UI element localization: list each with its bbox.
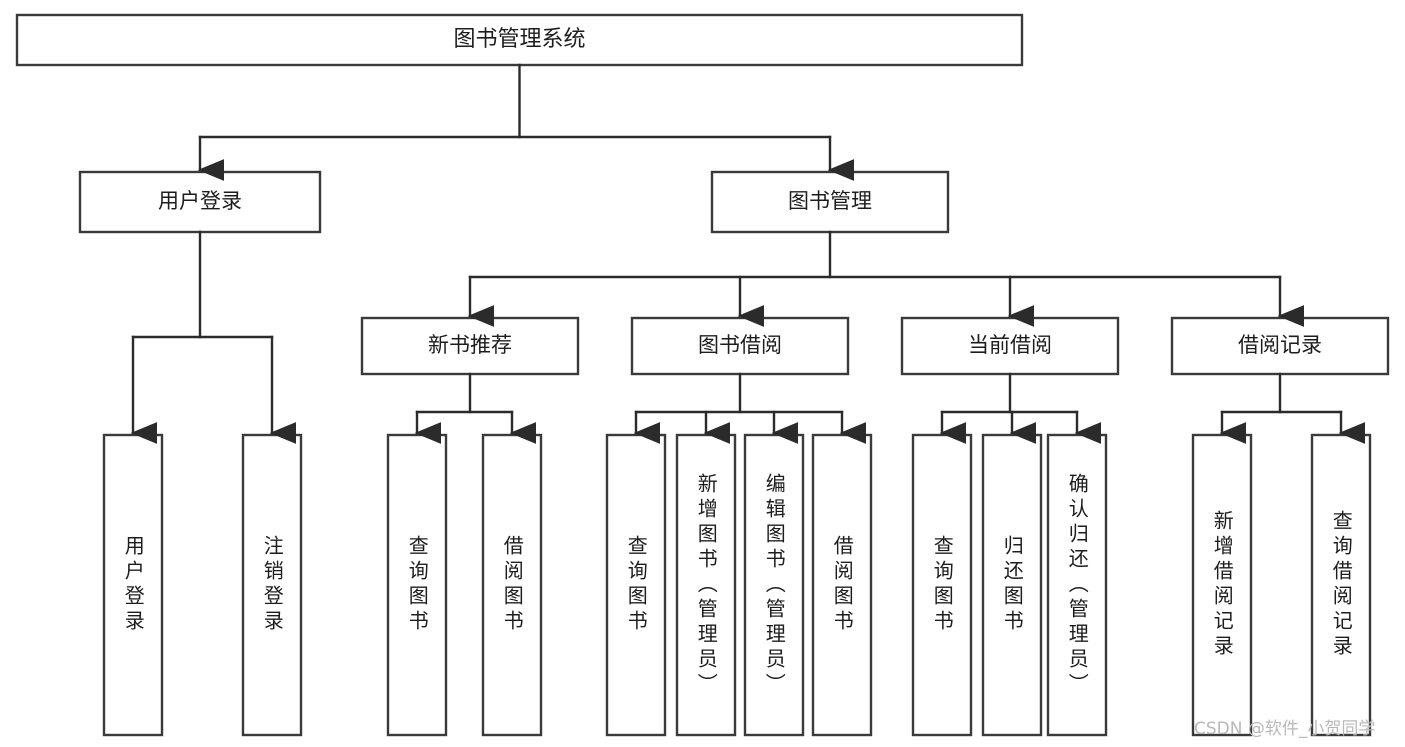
node-box-leaf-return-book[interactable]: [981, 433, 1043, 737]
node-box-leaf-user-login[interactable]: [102, 433, 164, 737]
node-box-leaf-add-record[interactable]: [1191, 433, 1253, 737]
node-box-leaf-logout-login[interactable]: [241, 433, 303, 737]
node-box-book-borrow[interactable]: [630, 316, 850, 376]
node-connectors: [130, 63, 1366, 444]
node-box-leaf-query-record[interactable]: [1310, 433, 1372, 737]
node-box-borrow-record[interactable]: [1170, 316, 1390, 376]
node-box-leaf-query-book-1[interactable]: [386, 433, 448, 737]
node-box-leaf-edit-book[interactable]: [743, 433, 805, 737]
node-box-leaf-borrow-book-1[interactable]: [481, 433, 543, 737]
node-box-new-book-recommend[interactable]: [360, 316, 580, 376]
node-box-book-manage[interactable]: [710, 170, 950, 234]
node-box-current-borrow[interactable]: [900, 316, 1120, 376]
node-box-root[interactable]: [15, 13, 1024, 67]
node-box-leaf-add-book[interactable]: [675, 433, 737, 737]
node-box-leaf-query-book-3[interactable]: [911, 433, 973, 737]
csdn-watermark: CSDN @软件_小贺同学: [1194, 719, 1376, 739]
node-box-user-login[interactable]: [78, 170, 322, 234]
node-box-leaf-confirm-return[interactable]: [1046, 433, 1108, 737]
node-box-leaf-query-book-2[interactable]: [605, 433, 667, 737]
node-box-leaf-borrow-book-2[interactable]: [811, 433, 873, 737]
node-boxes: [15, 13, 1390, 737]
